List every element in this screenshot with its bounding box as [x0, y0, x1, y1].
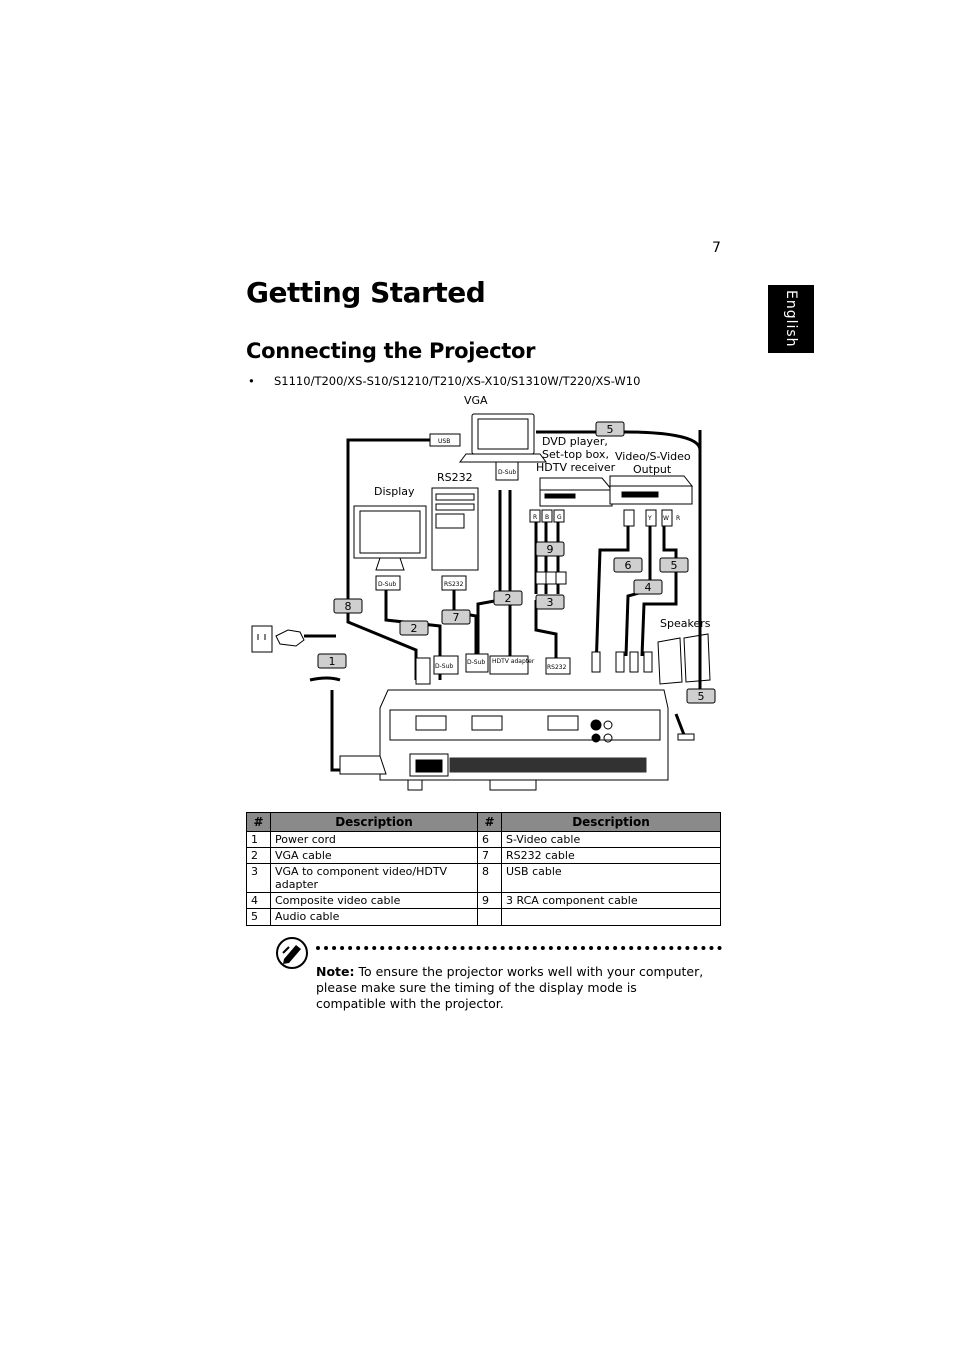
cell-description: Composite video cable — [270, 892, 478, 909]
header-number-2: # — [477, 812, 502, 832]
cell-number: 9 — [477, 892, 502, 909]
header-description-1: Description — [270, 812, 478, 832]
cell-number: 3 — [246, 863, 271, 893]
cell-description: VGA cable — [270, 847, 478, 864]
label-display: Display — [374, 485, 415, 498]
wall-outlet-icon — [251, 625, 336, 653]
callout-9: 9 — [547, 543, 554, 556]
cell-number: 7 — [477, 847, 502, 864]
label-rca-r: R — [533, 514, 537, 521]
label-rca-g: G — [557, 514, 562, 521]
table-row: 5 Audio cable — [246, 908, 721, 926]
cell-number: 1 — [246, 831, 271, 848]
callout-5a: 5 — [607, 423, 614, 436]
model-list-item: • S1110/T200/XS-S10/S1210/T210/XS-X10/S1… — [248, 374, 640, 388]
language-tab-label: English — [783, 290, 799, 348]
projector-icon — [339, 689, 669, 791]
label-dvd-3: HDTV receiver — [536, 461, 616, 474]
label-dsub-monitor: D-Sub — [378, 581, 396, 588]
label-rs232-pc: RS232 — [444, 581, 464, 588]
note-label: Note: — [316, 964, 355, 979]
note-body: To ensure the projector works well with … — [316, 964, 704, 1011]
note-text: Note: To ensure the projector works well… — [316, 964, 706, 1012]
cell-description: Power cord — [270, 831, 478, 848]
video-output-device-icon — [609, 475, 694, 505]
callout-5c: 5 — [698, 690, 705, 703]
connection-diagram: VGA DVD player, Set-top box, HDTV receiv… — [251, 394, 716, 791]
label-audio-w: W — [663, 515, 669, 522]
cell-description: USB cable — [501, 863, 721, 893]
section-title: Connecting the Projector — [246, 339, 536, 363]
table-row: 3 VGA to component video/HDTV adapter 8 … — [246, 863, 721, 893]
label-dsub-proj-1: D-Sub — [435, 663, 453, 670]
model-list-text: S1110/T200/XS-S10/S1210/T210/XS-X10/S131… — [274, 374, 641, 388]
callout-8: 8 — [345, 600, 352, 613]
monitor-icon — [353, 505, 427, 571]
bullet-marker: • — [248, 374, 255, 388]
laptop-icon — [459, 413, 547, 463]
cell-number: 6 — [477, 831, 502, 848]
note-icon — [276, 937, 308, 969]
cell-number: 8 — [477, 863, 502, 893]
callout-7: 7 — [453, 611, 460, 624]
label-dsub-laptop: D-Sub — [498, 469, 516, 476]
header-number-1: # — [246, 812, 271, 832]
header-description-2: Description — [501, 812, 721, 832]
label-video-y: Y — [647, 515, 652, 522]
cable-legend-table: # Description # Description 1 Power cord… — [246, 812, 721, 926]
callout-4: 4 — [645, 581, 652, 594]
label-video-out-2: Output — [633, 463, 672, 476]
desktop-pc-icon — [431, 487, 479, 571]
table-row: 1 Power cord 6 S-Video cable — [246, 831, 721, 848]
table-row: 4 Composite video cable 9 3 RCA componen… — [246, 892, 721, 909]
cell-number: 4 — [246, 892, 271, 909]
label-rs232-proj: RS232 — [547, 664, 567, 671]
callout-3: 3 — [547, 596, 554, 609]
cell-description: Audio cable — [270, 908, 478, 926]
label-dsub-proj-2: D-Sub — [467, 659, 485, 666]
cell-description: S-Video cable — [501, 831, 721, 848]
label-hdtv-adapter: HDTV adapter — [492, 658, 535, 665]
language-tab: English — [768, 285, 814, 353]
table-header-row: # Description # Description — [246, 812, 721, 832]
table-row: 2 VGA cable 7 RS232 cable — [246, 847, 721, 864]
cell-number: 5 — [246, 908, 271, 926]
cell-number: 2 — [246, 847, 271, 864]
cell-number — [477, 908, 502, 926]
cell-description: RS232 cable — [501, 847, 721, 864]
label-video-out-1: Video/S-Video — [615, 450, 691, 463]
label-vga: VGA — [464, 394, 488, 407]
label-speakers: Speakers — [660, 617, 711, 630]
label-dvd-1: DVD player, — [542, 435, 608, 448]
label-audio-r: R — [676, 515, 680, 522]
dvd-player-icon — [539, 477, 614, 507]
page-number: 7 — [712, 240, 721, 256]
cell-description — [501, 908, 721, 926]
note-separator — [316, 946, 722, 950]
label-usb: USB — [438, 438, 450, 445]
label-rca-b: B — [545, 514, 549, 521]
callout-2a: 2 — [411, 622, 418, 635]
speakers-icon — [657, 633, 711, 685]
callout-6: 6 — [625, 559, 632, 572]
page-title: Getting Started — [246, 276, 486, 309]
callout-1: 1 — [329, 655, 336, 668]
cell-description: 3 RCA component cable — [501, 892, 721, 909]
callout-5b: 5 — [671, 559, 678, 572]
label-rs232: RS232 — [437, 471, 473, 484]
label-dvd-2: Set-top box, — [542, 448, 609, 461]
callout-2b: 2 — [505, 592, 512, 605]
cell-description: VGA to component video/HDTV adapter — [270, 863, 478, 893]
